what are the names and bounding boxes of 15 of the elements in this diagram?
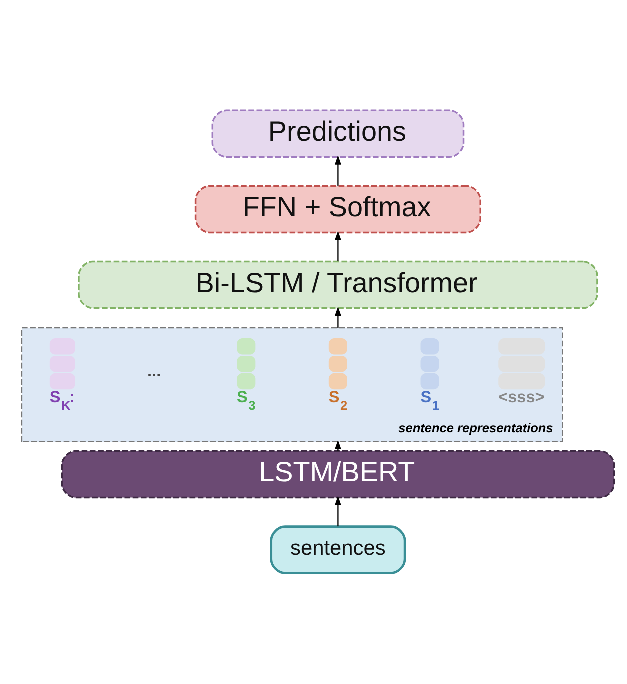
node-box: Bi-LSTM / Transformer xyxy=(78,260,598,310)
node-label: S$_{1}$ xyxy=(420,388,440,414)
arrow xyxy=(334,496,342,527)
node-label: S$_{2}$ xyxy=(328,388,348,414)
node-label: <sss> xyxy=(498,388,545,407)
label: ... xyxy=(148,362,162,381)
node-box: sentences xyxy=(270,526,406,575)
arrow xyxy=(334,306,342,328)
arrow xyxy=(334,231,342,262)
arrow xyxy=(334,156,342,186)
node-box: Predictions xyxy=(212,110,465,158)
node-label: S$_{K}$: xyxy=(50,388,76,414)
node-box: FFN + Softmax xyxy=(194,185,482,234)
arrow xyxy=(334,440,342,451)
node-label: S$_{3}$ xyxy=(237,388,256,414)
